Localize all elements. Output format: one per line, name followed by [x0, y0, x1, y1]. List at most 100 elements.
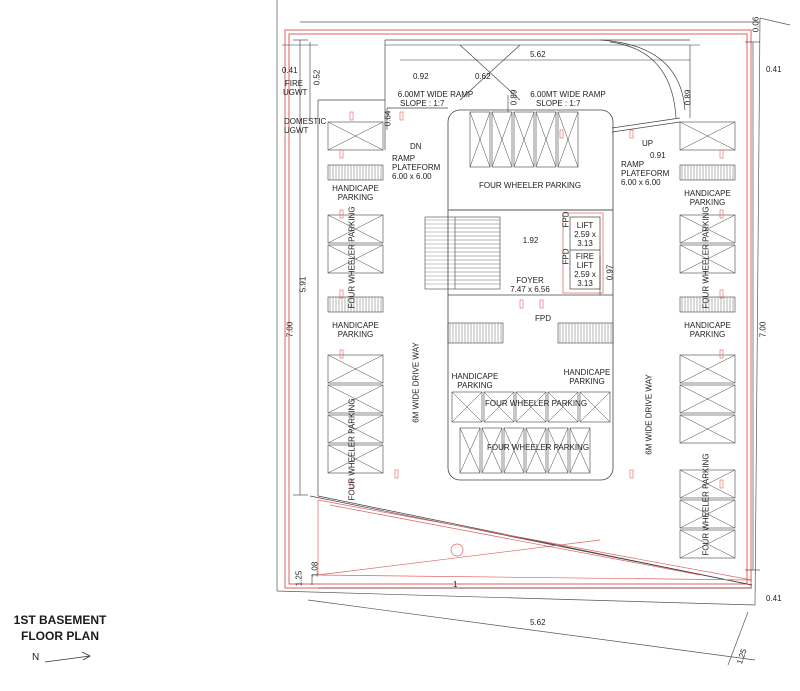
parking-stall — [451, 391, 483, 423]
column-marker — [339, 149, 344, 159]
ramp-right-label: 6.00MT WIDE RAMP SLOPE : 1:7 — [518, 90, 618, 108]
dim-062: 0.62 — [475, 72, 491, 81]
lift-shafts — [562, 212, 604, 294]
fire-lift-line2: LIFT — [576, 261, 594, 270]
lift-line2: 2.59 x — [574, 230, 596, 239]
dim-064: 0.64 — [383, 110, 393, 127]
fpd-center-label: FPD — [535, 314, 551, 323]
column-marker — [339, 289, 344, 299]
dim-591: 5.91 — [298, 276, 308, 293]
column-marker — [629, 129, 634, 139]
dimension-lines — [282, 39, 760, 589]
parking-stall — [327, 244, 384, 274]
dim-092: 0.92 — [413, 72, 429, 81]
handicap-left-1-line2: PARKING — [337, 193, 374, 202]
parking-stall — [469, 111, 491, 168]
four-wheeler-mid-label: FOUR WHEELER PARKING — [484, 399, 588, 408]
dim-006: 0.06 — [751, 16, 761, 33]
column-marker — [719, 349, 724, 359]
column-marker — [349, 111, 354, 121]
dim-108: 1.08 — [310, 561, 320, 578]
handicap-right-2-label: HANDICAPE PARKING — [680, 321, 735, 339]
parking-stall — [557, 111, 579, 168]
dim-052: 0.52 — [312, 69, 322, 86]
central-core — [447, 109, 614, 481]
domestic-ugwt-label: DOMESTIC UGWT — [284, 117, 326, 135]
dim-1: 1 — [453, 580, 458, 589]
handicap-left-2-line1: HANDICAPE — [332, 321, 379, 330]
parking-stall — [679, 384, 736, 414]
column-marker — [399, 111, 404, 121]
foyer-label: FOYER 7.47 x 6.56 — [500, 276, 560, 294]
handicap-right-2-line1: HANDICAPE — [684, 321, 731, 330]
dim-125-left: 1.25 — [294, 570, 304, 587]
four-wheeler-top-label: FOUR WHEELER PARKING — [478, 181, 582, 190]
parking-stall — [579, 391, 611, 423]
parking-stall — [569, 427, 591, 474]
handicap-center-left-label: HANDICAPE PARKING — [445, 372, 505, 390]
parking-stall — [491, 111, 513, 168]
foyer-line1: FOYER — [516, 276, 544, 285]
handicap-left-2-label: HANDICAPE PARKING — [328, 321, 383, 339]
handicap-right-1-line1: HANDICAPE — [684, 189, 731, 198]
bottom-ramp — [317, 499, 753, 581]
handicap-left-1-line1: HANDICAPE — [332, 184, 379, 193]
fire-ugwt-label: FIRE UGWT — [283, 79, 307, 97]
dim-089-b: 0.89 — [683, 89, 693, 106]
parking-stall — [525, 427, 547, 474]
handicap-hatch — [679, 164, 736, 181]
ramp-right-line1: 6.00MT WIDE RAMP — [530, 90, 606, 99]
site-boundary — [276, 0, 791, 666]
ramp-platform-left-label: RAMP PLATEFORM 6.00 x 6.00 — [392, 154, 440, 181]
column-marker — [394, 469, 399, 479]
column-marker — [559, 129, 564, 139]
handicap-hatch — [447, 322, 504, 344]
dim-bottom-562: 5.62 — [530, 618, 546, 627]
lift-line1: LIFT — [576, 221, 594, 230]
domestic-ugwt-line2: UGWT — [284, 126, 309, 135]
parking-stall — [503, 427, 525, 474]
handicap-center-left-line2: PARKING — [457, 381, 493, 390]
handicap-hatch — [679, 296, 736, 313]
ramp-left-label: 6.00MT WIDE RAMP SLOPE : 1:7 — [388, 90, 483, 108]
ramp-platform-right-line1: RAMP — [621, 160, 645, 169]
staircase — [424, 216, 501, 290]
parking-stall — [327, 384, 384, 414]
handicap-left-2-line2: PARKING — [337, 330, 374, 339]
column-marker — [629, 469, 634, 479]
parking-stall — [679, 529, 736, 559]
handicap-right-1-line2: PARKING — [689, 198, 726, 207]
column-marker — [719, 149, 724, 159]
parking-stall — [679, 121, 736, 151]
fpd-top-label: FPD — [561, 211, 571, 228]
ramp-left-line1: 6.00MT WIDE RAMP — [397, 90, 474, 99]
lift-label: LIFT 2.59 x 3.13 — [571, 221, 599, 248]
parking-stall — [679, 414, 736, 444]
four-wheeler-right-bottom-label: FOUR WHEELER PARKING — [701, 453, 711, 556]
column-marker — [719, 479, 724, 489]
handicap-center-right-line1: HANDICAPE — [563, 368, 611, 377]
dim-089-a: 0.89 — [509, 89, 519, 106]
column-markers — [339, 111, 724, 489]
parking-stall — [679, 499, 736, 529]
dim-700-right: 7.00 — [758, 321, 768, 338]
parking-stall — [327, 444, 384, 474]
parking-stall — [679, 214, 736, 244]
handicap-right-1-label: HANDICAPE PARKING — [680, 189, 735, 207]
fire-lift-line4: 3.13 — [577, 279, 593, 288]
handicap-hatch — [557, 322, 614, 344]
parking-stall — [327, 354, 384, 384]
ramp-curves — [387, 39, 686, 133]
column-marker — [349, 479, 354, 489]
ramp-platform-left-line2: PLATEFORM — [392, 163, 441, 172]
parking-stall — [459, 427, 481, 474]
dim-041-left: 0.41 — [282, 66, 298, 75]
handicap-right-2-line2: PARKING — [689, 330, 726, 339]
four-wheeler-bottom-label: FOUR WHEELER PARKING — [486, 443, 590, 452]
ramp-left-line2: SLOPE : 1:7 — [400, 99, 445, 108]
dim-700-left: 7.00 — [285, 321, 295, 338]
fpd-side-label: FPD — [561, 248, 571, 265]
ramp-platform-right-label: RAMP PLATEFORM 6.00 x 6.00 — [621, 160, 669, 187]
column-marker — [719, 289, 724, 299]
parking-stalls — [327, 111, 736, 559]
